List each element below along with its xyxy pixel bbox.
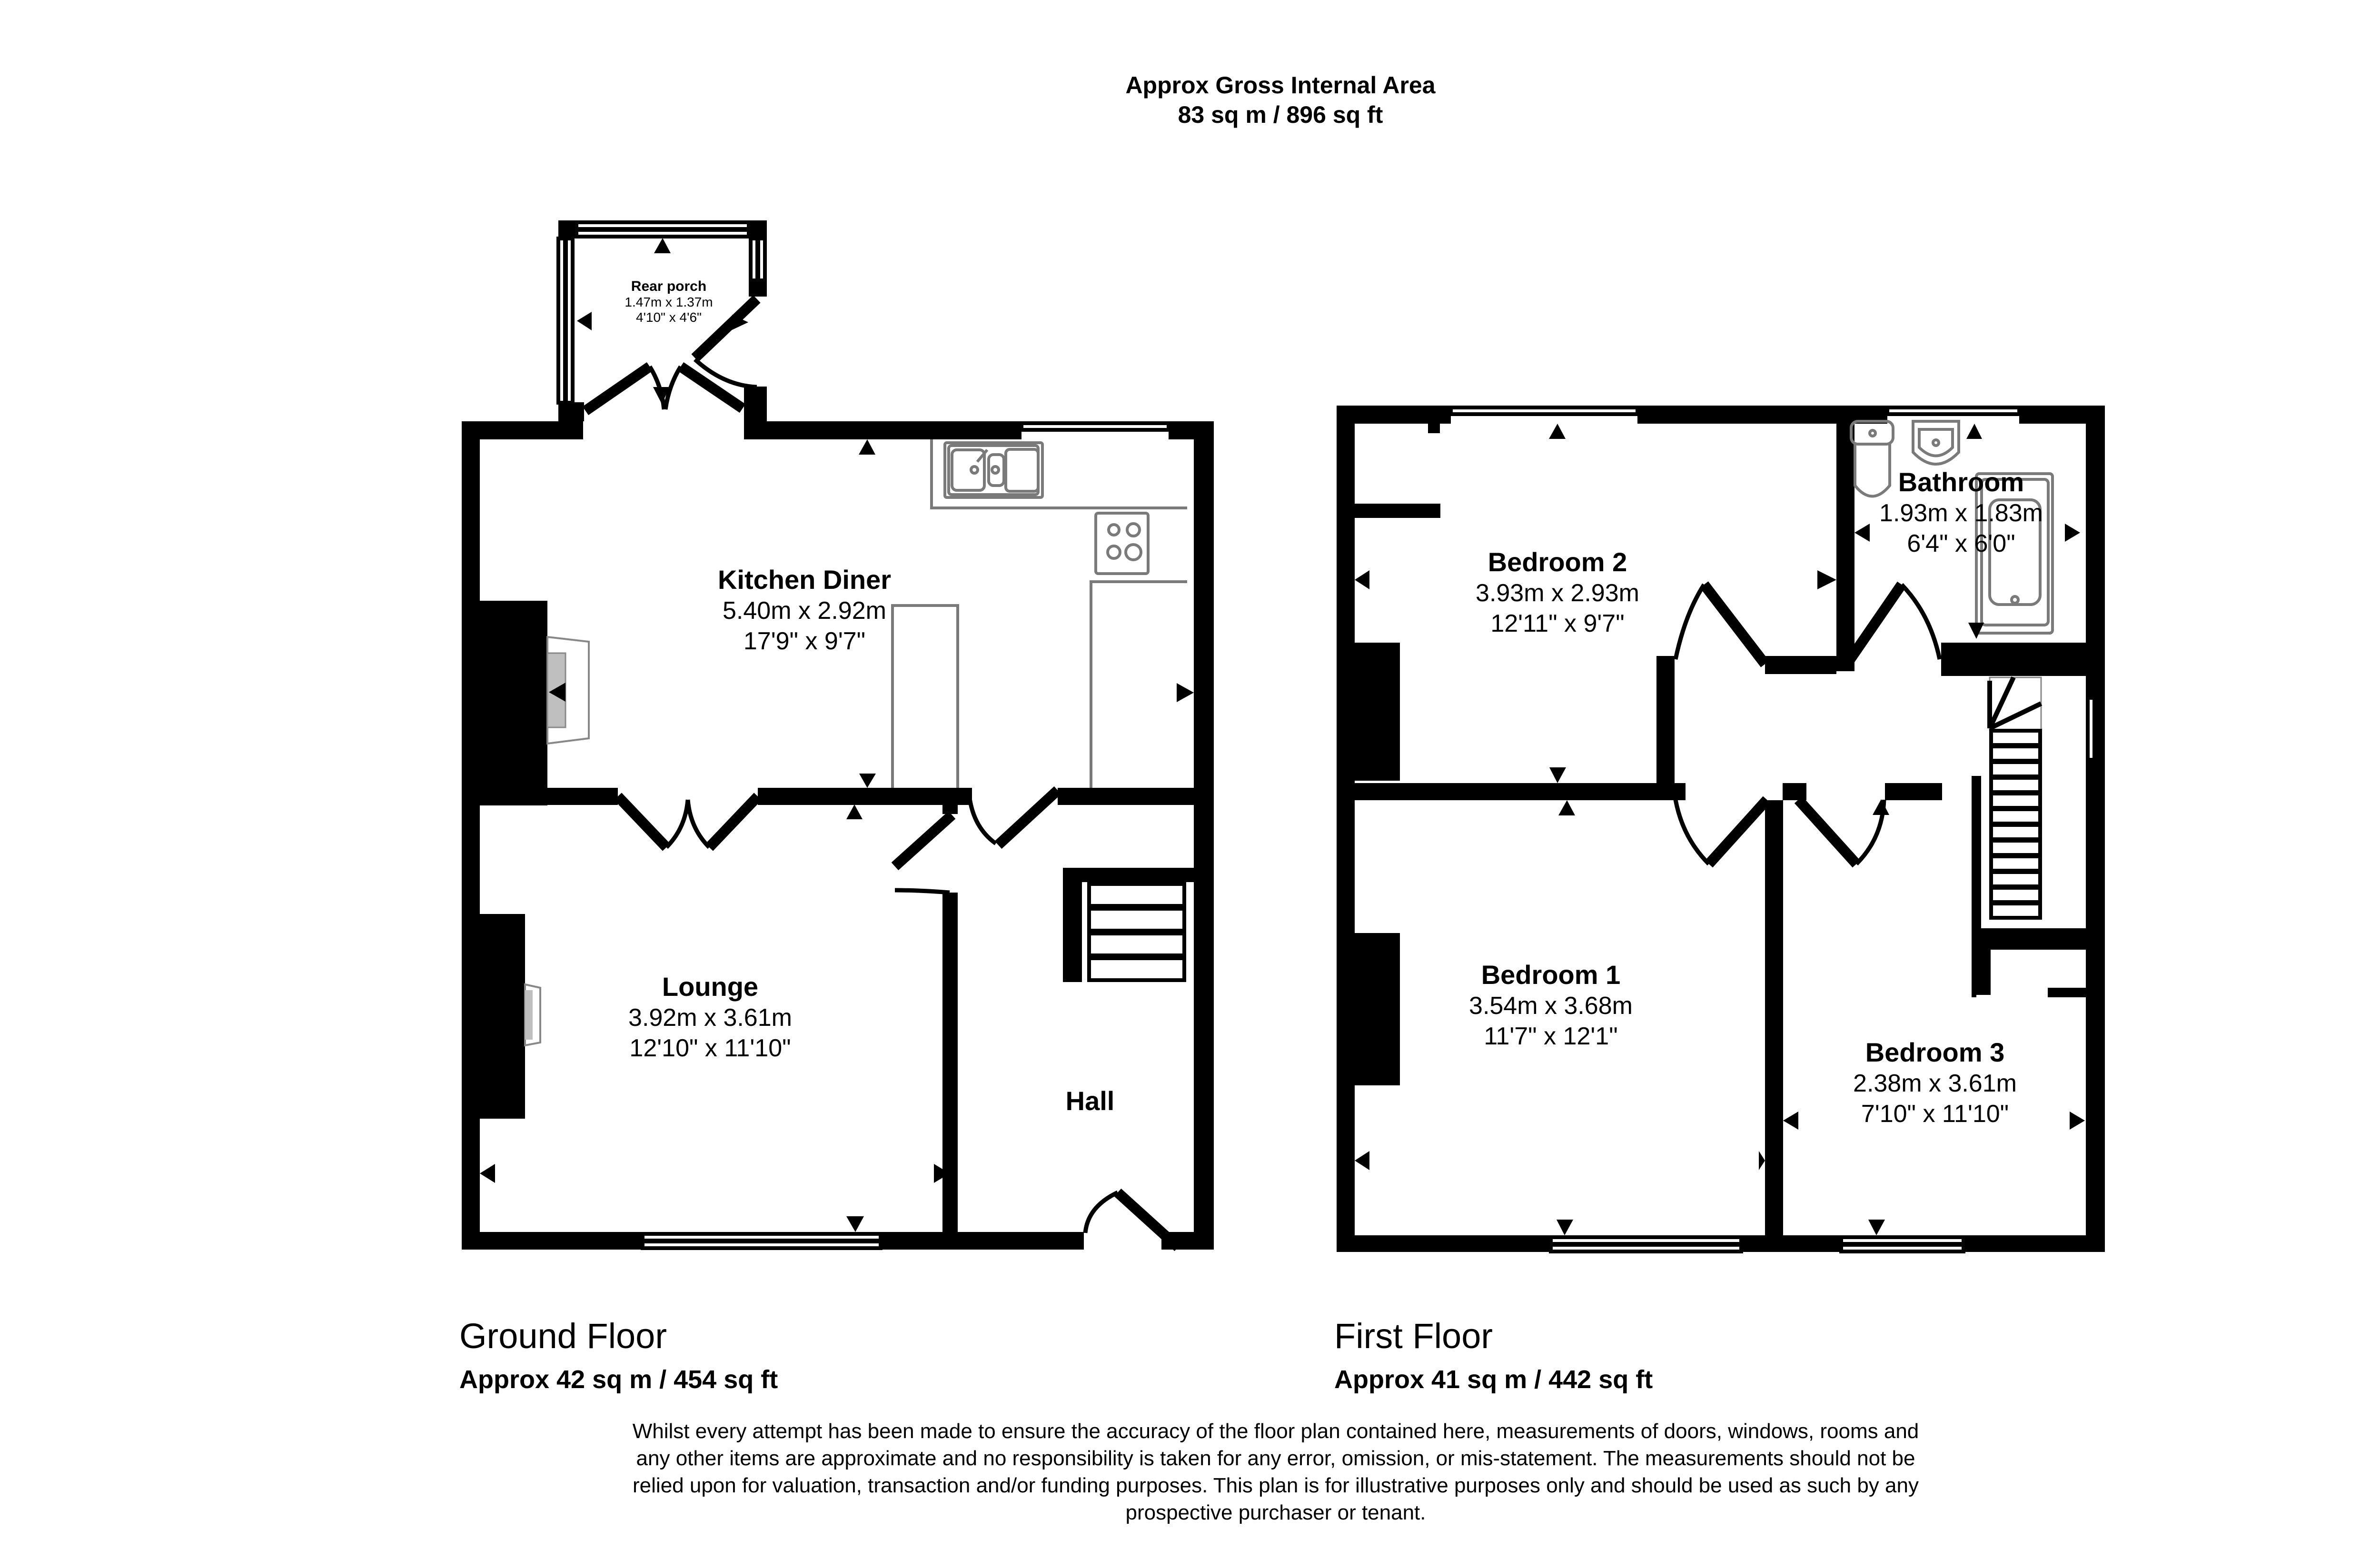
basin-icon xyxy=(1912,420,1960,466)
room-label-rear-porch: Rear porch 1.47m x 1.37m 4'10" x 4'6" xyxy=(625,278,713,325)
bedroom-1-chimney-breast xyxy=(1355,933,1400,1085)
ground-floor-plan xyxy=(462,220,1214,1251)
room-name: Bedroom 3 xyxy=(1865,1037,2005,1067)
bath-icon xyxy=(1975,472,2054,635)
bedroom-3-window xyxy=(1839,1235,1965,1246)
gross-area-total: 83 sq m / 896 sq ft xyxy=(1178,101,1383,128)
room-name: Rear porch xyxy=(631,278,707,294)
toilet-icon xyxy=(1850,420,1894,446)
front-door xyxy=(1114,1188,1182,1251)
porch-window-right xyxy=(749,237,759,282)
bedroom-2-chimney-breast xyxy=(1355,643,1400,781)
room-label-bedroom-3: Bedroom 3 2.38m x 3.61m 7'10" x 11'10" xyxy=(1853,1037,2017,1129)
disclaimer: Whilst every attempt has been made to en… xyxy=(571,1418,1980,1526)
first-floor-plan xyxy=(1337,406,2105,1253)
ground-floor-title: Ground Floor xyxy=(459,1316,667,1356)
room-imperial: 6'4" x 6'0" xyxy=(1907,530,2015,557)
ground-floor-internal-doors xyxy=(614,786,1182,1251)
room-name: Kitchen Diner xyxy=(717,565,892,595)
disclaimer-line: relied upon for valuation, transaction a… xyxy=(633,1474,1919,1497)
landing-staircase xyxy=(1987,676,2043,920)
porch-window-left xyxy=(556,237,567,405)
room-name: Bedroom 1 xyxy=(1481,960,1621,990)
room-label-bedroom-1: Bedroom 1 3.54m x 3.68m 11'7" x 12'1" xyxy=(1469,959,1633,1052)
first-floor-measure-arrows xyxy=(1355,424,2085,1235)
ground-floor-area: Approx 42 sq m / 454 sq ft xyxy=(459,1365,778,1394)
room-name: Hall xyxy=(1065,1086,1115,1116)
first-floor-walls xyxy=(1337,406,2105,1253)
disclaimer-line: any other items are approximate and no r… xyxy=(636,1447,1915,1470)
room-label-lounge: Lounge 3.92m x 3.61m 12'10" x 11'10" xyxy=(628,971,792,1063)
gross-area-header: Approx Gross Internal Area 83 sq m / 896… xyxy=(1125,70,1435,129)
bedroom-2-window xyxy=(1449,406,1639,416)
room-metric: 5.40m x 2.92m xyxy=(723,597,886,625)
gross-area-title: Approx Gross Internal Area xyxy=(1125,72,1436,99)
bathroom-fixtures xyxy=(1850,420,2054,635)
landing-window xyxy=(2086,696,2096,762)
lounge-window xyxy=(641,1232,883,1242)
room-name: Lounge xyxy=(662,972,759,1002)
room-metric: 1.47m x 1.37m xyxy=(625,295,713,309)
kitchen-window xyxy=(1020,421,1170,432)
room-name: Bedroom 2 xyxy=(1488,547,1627,577)
hob-icon xyxy=(1094,512,1150,575)
lounge-chimney-breast xyxy=(480,914,525,1119)
room-imperial: 12'11" x 9'7" xyxy=(1490,610,1625,637)
porch-window-top xyxy=(575,220,751,231)
room-imperial: 4'10" x 4'6" xyxy=(635,310,702,325)
room-metric: 3.92m x 3.61m xyxy=(628,1004,792,1032)
disclaimer-line: prospective purchaser or tenant. xyxy=(1125,1501,1426,1524)
room-label-bathroom: Bathroom 1.93m x 1.83m 6'4" x 6'0" xyxy=(1879,467,2043,559)
bathroom-window xyxy=(1885,406,2021,416)
first-floor-doors xyxy=(1673,581,1942,868)
room-label-hall: Hall xyxy=(1066,1085,1115,1117)
room-metric: 3.54m x 3.68m xyxy=(1469,992,1633,1020)
kitchen-fixtures xyxy=(524,439,1187,1047)
room-imperial: 17'9" x 9'7" xyxy=(743,627,866,655)
porch-door-leaf-left xyxy=(582,362,653,416)
rear-porch-structure xyxy=(556,220,767,421)
porch-side-door xyxy=(691,295,761,362)
porch-door-leaf-right xyxy=(677,362,746,413)
hall-staircase xyxy=(1087,882,1186,982)
room-metric: 1.93m x 1.83m xyxy=(1879,499,2043,527)
ground-floor-measure-arrows xyxy=(480,439,1194,1232)
bedroom-1-window xyxy=(1549,1235,1743,1246)
room-label-bedroom-2: Bedroom 2 3.93m x 2.93m 12'11" x 9'7" xyxy=(1476,546,1639,639)
first-floor-area: Approx 41 sq m / 442 sq ft xyxy=(1334,1365,1653,1394)
ground-floor-walls xyxy=(462,421,1214,1250)
sink-icon xyxy=(943,441,1044,499)
room-metric: 2.38m x 3.61m xyxy=(1853,1070,2017,1097)
room-imperial: 7'10" x 11'10" xyxy=(1861,1100,2009,1128)
room-imperial: 11'7" x 12'1" xyxy=(1484,1023,1618,1050)
room-label-kitchen-diner: Kitchen Diner 5.40m x 2.92m 17'9" x 9'7" xyxy=(718,564,891,656)
room-imperial: 12'10" x 11'10" xyxy=(629,1034,791,1062)
first-floor-title: First Floor xyxy=(1334,1316,1493,1356)
disclaimer-line: Whilst every attempt has been made to en… xyxy=(632,1420,1919,1443)
room-metric: 3.93m x 2.93m xyxy=(1476,579,1639,607)
room-name: Bathroom xyxy=(1898,467,2024,497)
kitchen-chimney-breast xyxy=(480,601,547,805)
